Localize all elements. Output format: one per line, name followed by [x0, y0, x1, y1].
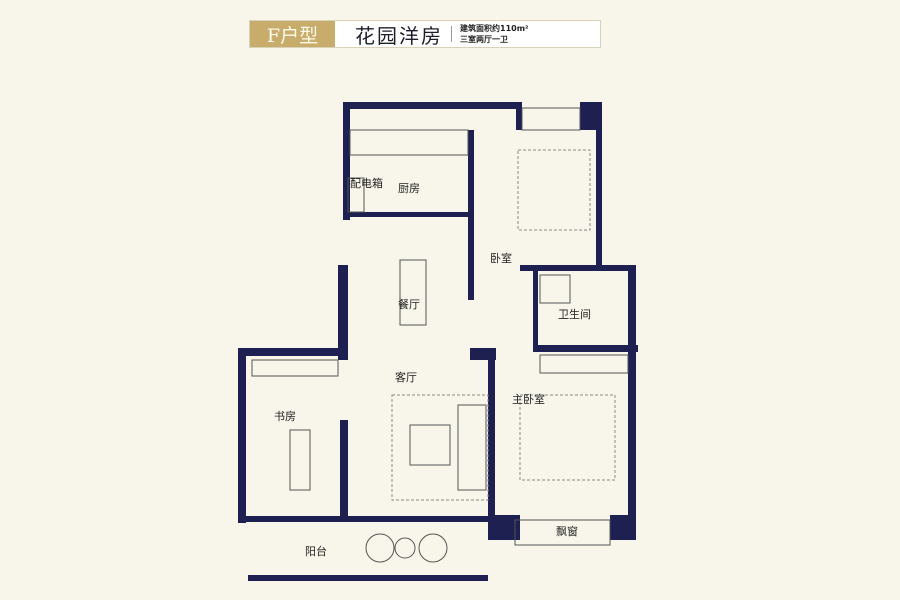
plan-meta: 建筑面积约110m² 三室两厅一卫	[460, 23, 529, 45]
room-study-label: 书房	[274, 410, 296, 423]
room-bedroom-label: 卧室	[490, 251, 512, 265]
walls	[238, 102, 638, 581]
room-kitchen-label: 厨房	[398, 182, 420, 195]
fixtures	[251, 107, 629, 563]
room-bathroom-label: 卫生间	[558, 307, 591, 321]
unit-type-badge: F户型	[250, 21, 335, 47]
room-dining-label: 餐厅	[398, 297, 420, 311]
room-balcony-label: 阳台	[305, 544, 327, 558]
title-banner: F户型 花园洋房 建筑面积约110m² 三室两厅一卫	[249, 20, 601, 48]
layout-text: 三室两厅一卫	[460, 35, 508, 44]
room-living-label: 客厅	[395, 370, 417, 384]
plan-title: 花园洋房	[355, 23, 443, 48]
room-panel-label: 配电箱	[350, 176, 383, 190]
room-labels: 配电箱 厨房 卧室 餐厅 卫生间 客厅 主卧室 书房 阳台 飘窗	[274, 176, 591, 558]
room-master-label: 主卧室	[512, 392, 545, 406]
room-bay-label: 飘窗	[556, 524, 578, 538]
divider	[451, 26, 452, 42]
area-text: 建筑面积约110m²	[460, 24, 529, 33]
